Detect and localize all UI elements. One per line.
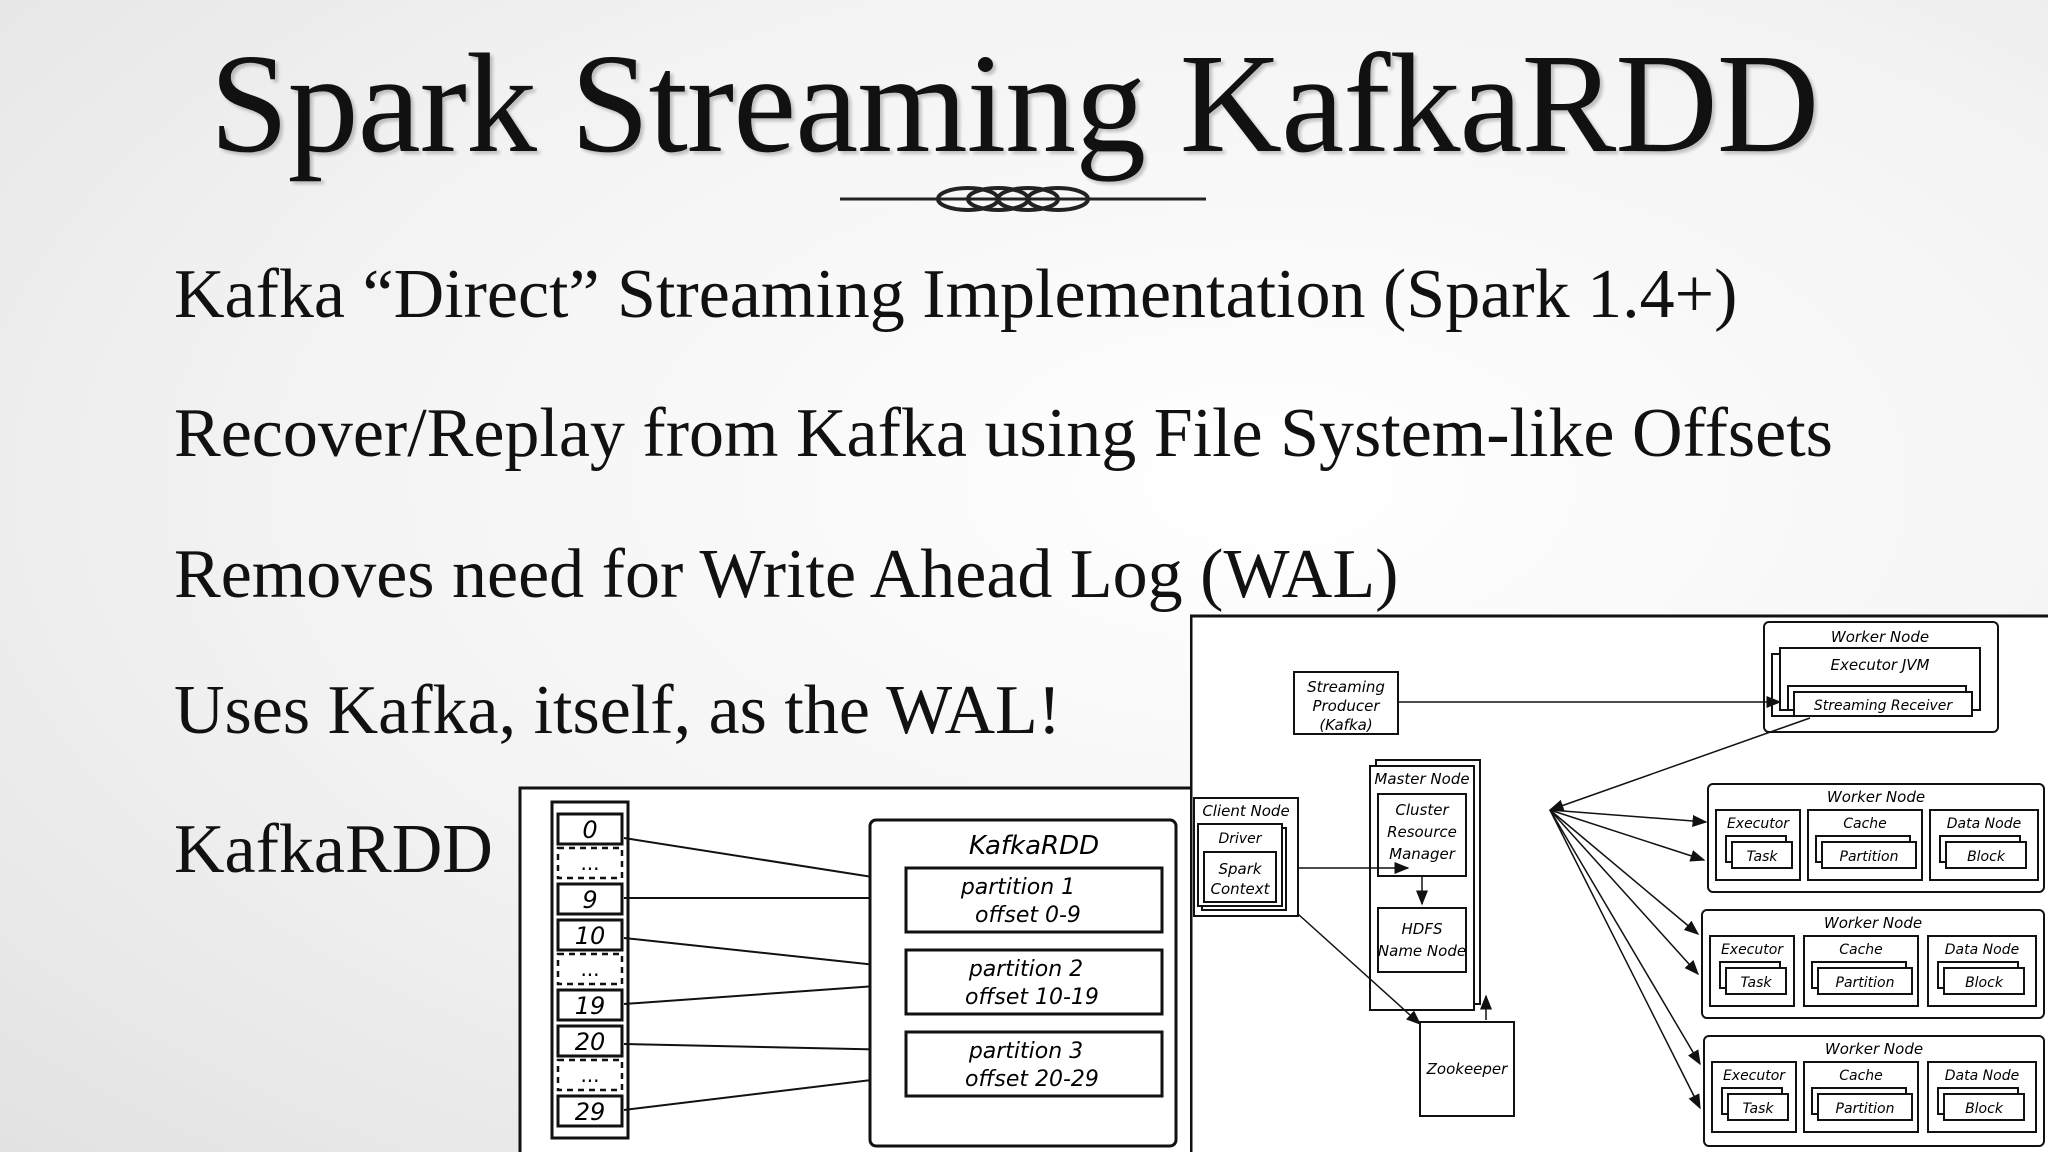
partition-2-name: partition 2 xyxy=(968,957,1083,982)
worker-node-3: Worker Node Executor Task Cache Partitio… xyxy=(1703,1035,2045,1147)
worker-1-executor: Executor xyxy=(1727,816,1790,832)
offset-cell-20: 20 xyxy=(575,1028,606,1056)
driver-label: Driver xyxy=(1218,831,1262,847)
worker-1-cache: Cache xyxy=(1843,816,1887,832)
worker-2-block: Block xyxy=(1965,975,2004,991)
master-node-title: Master Node xyxy=(1374,770,1469,788)
worker-3-partition: Partition xyxy=(1836,1101,1895,1117)
spark-context-line-1: Spark xyxy=(1218,860,1262,878)
bullet-3: Removes need for Write Ahead Log (WAL) xyxy=(174,536,1399,613)
master-node: Master Node Cluster Resource Manager HDF… xyxy=(1369,759,1481,1011)
receiver-worker-title: Worker Node xyxy=(1831,628,1929,646)
worker-node-2: Worker Node Executor Task Cache Partitio… xyxy=(1701,909,2045,1019)
kafka-rdd-diagram: 0 ... 9 10 ... 19 20 ... 29 KafkaRDD par… xyxy=(518,786,1194,1152)
worker-1-partition: Partition xyxy=(1840,849,1899,865)
cluster-arrows xyxy=(1297,696,1811,1110)
worker-3-task: Task xyxy=(1742,1101,1774,1117)
producer-line-3: (Kafka) xyxy=(1319,716,1372,734)
worker-2-title: Worker Node xyxy=(1824,914,1922,932)
partition-box-3: partition 3 offset 20-29 xyxy=(904,1030,1164,1098)
resource-manager-line-2: Resource xyxy=(1387,823,1457,841)
worker-2-partition: Partition xyxy=(1836,975,1895,991)
resource-manager-line-1: Cluster xyxy=(1395,801,1449,819)
cluster-architecture-diagram: Streaming Producer (Kafka) Worker Node E… xyxy=(1190,614,2048,1152)
spark-context-line-2: Context xyxy=(1210,880,1270,898)
worker-2-executor: Executor xyxy=(1721,942,1784,958)
partition-3-offset: offset 20-29 xyxy=(965,1067,1099,1092)
worker-3-cache: Cache xyxy=(1839,1068,1883,1084)
client-node: Client Node Driver Spark Context xyxy=(1193,797,1299,917)
partition-2-offset: offset 10-19 xyxy=(965,985,1099,1010)
bullet-4: Uses Kafka, itself, as the WAL! xyxy=(174,672,1062,749)
bullet-2: Recover/Replay from Kafka using File Sys… xyxy=(174,395,1833,472)
client-node-title: Client Node xyxy=(1202,802,1289,820)
kafkardd-box-title: KafkaRDD xyxy=(969,831,1099,861)
bullet-5: KafkaRDD xyxy=(174,811,493,888)
slide-title: Spark Streaming KafkaRDD xyxy=(209,24,1820,182)
offset-cell-9: 9 xyxy=(582,886,597,914)
zookeeper-label: Zookeeper xyxy=(1426,1060,1509,1078)
hdfs-line-2: Name Node xyxy=(1378,942,1466,960)
worker-2-cache: Cache xyxy=(1839,942,1883,958)
offset-cell-29: 29 xyxy=(575,1098,606,1126)
partition-box-1: partition 1 offset 0-9 xyxy=(904,866,1164,934)
partition-3-name: partition 3 xyxy=(968,1039,1083,1064)
streaming-producer-box: Streaming Producer (Kafka) xyxy=(1293,671,1399,735)
worker-3-title: Worker Node xyxy=(1825,1040,1923,1058)
worker-1-task: Task xyxy=(1746,849,1778,865)
worker-3-block: Block xyxy=(1965,1101,2004,1117)
worker-node-1: Worker Node Executor Task Cache Partitio… xyxy=(1707,783,2045,893)
worker-1-block: Block xyxy=(1967,849,2006,865)
producer-line-1: Streaming xyxy=(1307,678,1385,696)
resource-manager-line-3: Manager xyxy=(1389,845,1456,863)
executor-jvm-label: Executor JVM xyxy=(1831,656,1930,674)
worker-1-data-node: Data Node xyxy=(1947,816,2021,832)
offset-cell-19: 19 xyxy=(575,992,606,1020)
worker-3-executor: Executor xyxy=(1723,1068,1786,1084)
partition-1-offset: offset 0-9 xyxy=(975,903,1081,928)
offset-cell-0: 0 xyxy=(582,816,597,844)
worker-2-data-node: Data Node xyxy=(1945,942,2019,958)
hdfs-line-1: HDFS xyxy=(1402,920,1443,938)
worker-3-data-node: Data Node xyxy=(1945,1068,2019,1084)
partition-box-2: partition 2 offset 10-19 xyxy=(904,948,1164,1016)
worker-1-title: Worker Node xyxy=(1827,788,1925,806)
title-flourish-divider xyxy=(840,186,1206,212)
zookeeper-box: Zookeeper xyxy=(1419,1021,1515,1117)
offset-cell-gap-1: ... xyxy=(580,851,599,875)
offset-cell-gap-3: ... xyxy=(580,1063,599,1087)
offset-cell-10: 10 xyxy=(575,922,606,950)
receiver-worker-node: Worker Node Executor JVM Streaming Recei… xyxy=(1763,621,1999,733)
offset-log-column: 0 ... 9 10 ... 19 20 ... 29 xyxy=(556,812,624,1128)
streaming-receiver-label: Streaming Receiver xyxy=(1814,698,1954,714)
offset-cell-gap-2: ... xyxy=(580,957,599,981)
partition-1-name: partition 1 xyxy=(960,875,1075,900)
worker-2-task: Task xyxy=(1740,975,1772,991)
producer-line-2: Producer xyxy=(1312,697,1380,715)
offset-arrows xyxy=(623,837,906,1111)
bullet-1: Kafka “Direct” Streaming Implementation … xyxy=(174,256,1738,333)
